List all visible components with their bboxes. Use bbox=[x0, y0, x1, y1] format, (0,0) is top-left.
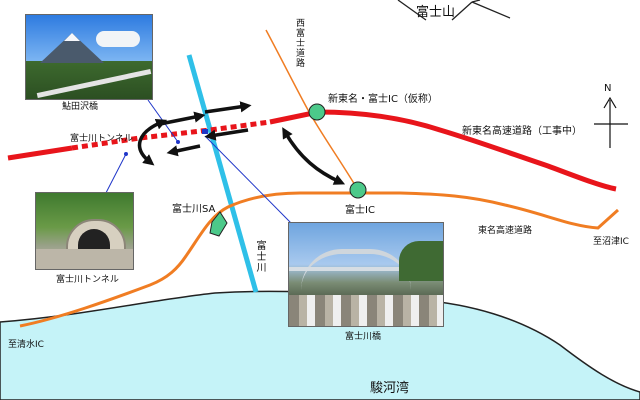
route-arrow bbox=[166, 144, 201, 157]
nishi-fuji-road-label: 西富士道路 bbox=[294, 18, 304, 68]
fujikawa-river-label: 富士川 bbox=[254, 240, 265, 273]
fujikawa-bridge-caption: 富士川橋 bbox=[345, 332, 382, 342]
fuji-ic-label: 富士IC bbox=[345, 205, 375, 216]
shin-tomei-solid-east bbox=[269, 109, 617, 192]
north-arrow-icon bbox=[594, 96, 628, 148]
mount-fuji-outline bbox=[397, 0, 511, 21]
fujikawa-tunnel-caption: 富士川トンネル bbox=[56, 275, 119, 285]
route-arrow bbox=[204, 128, 249, 141]
tomei-expressway-line bbox=[19, 191, 620, 328]
shin-tomei-dotted-segment bbox=[71, 119, 271, 151]
route-arrow bbox=[282, 127, 346, 185]
to-shimizu-ic-label: 至清水IC bbox=[8, 340, 44, 350]
route-arrow bbox=[204, 101, 252, 114]
suruga-bay-label: 駿河湾 bbox=[370, 381, 410, 396]
fujikawa-bridge-photo bbox=[288, 222, 444, 327]
fujikawa-tunnel-photo bbox=[35, 192, 134, 270]
connector-bridge-photo bbox=[204, 135, 293, 225]
ayu-bridge-photo bbox=[25, 14, 153, 100]
ayu-bridge-caption: 鮎田沢橋 bbox=[62, 102, 99, 112]
interchange-marker-icon bbox=[209, 211, 228, 237]
shin-tomei-solid-west bbox=[7, 145, 73, 161]
fujikawa-tunnel-map-label: 富士川トンネル bbox=[70, 134, 133, 144]
fujikawa-sa-label: 富士川SA bbox=[172, 204, 216, 215]
fujikawa-river-line bbox=[186, 54, 259, 293]
to-numazu-ic-label: 至沼津IC bbox=[593, 237, 629, 247]
tomei-expressway-label: 東名高速道路 bbox=[478, 226, 533, 236]
interchange-marker-icon bbox=[349, 181, 367, 199]
shin-tomei-fuji-ic-label: 新東名・富士IC（仮称） bbox=[328, 94, 438, 105]
interchange-marker-icon bbox=[308, 103, 326, 121]
fuji-mountain-label: 富士山 bbox=[416, 5, 456, 20]
route-arrow bbox=[159, 111, 206, 126]
shin-tomei-expressway-label: 新東名高速道路（工事中） bbox=[462, 126, 582, 137]
route-arrow bbox=[137, 118, 168, 166]
north-label: N bbox=[604, 83, 612, 94]
